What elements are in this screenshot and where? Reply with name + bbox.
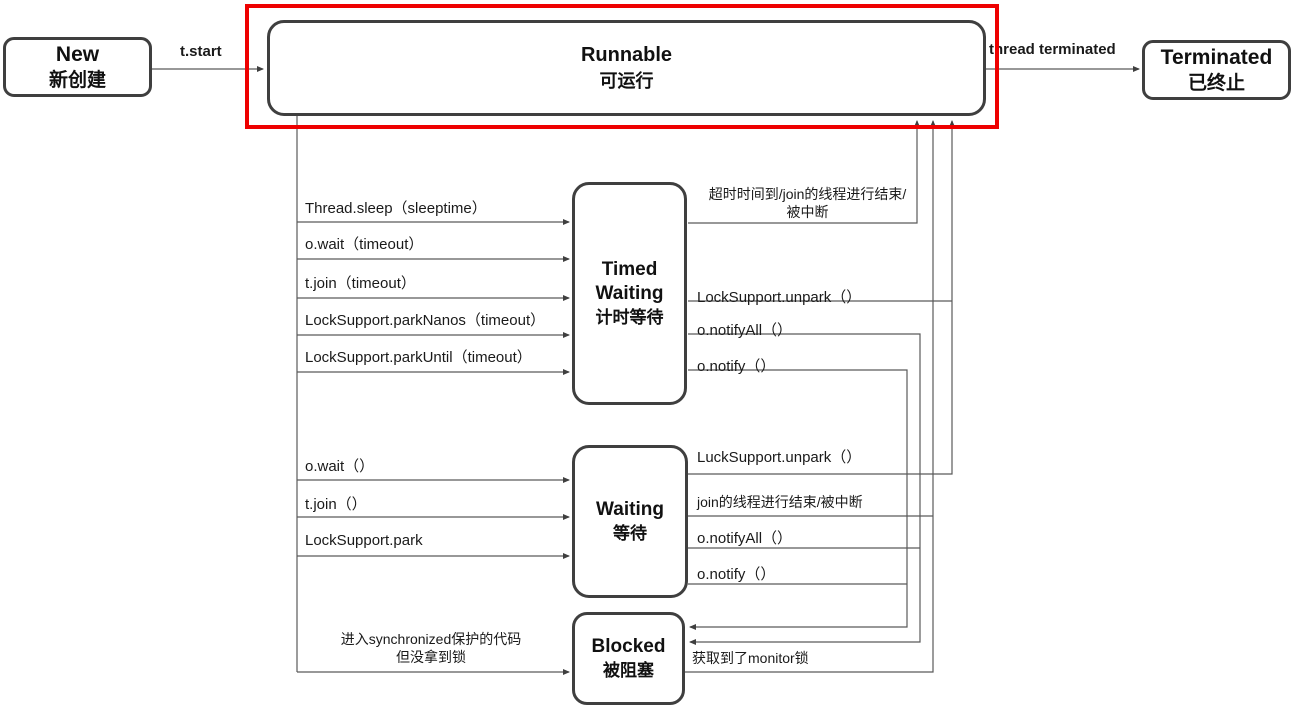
label-timeout-line1: 超时时间到/join的线程进行结束/ [708,186,907,202]
state-name-blocked-zh: 被阻塞 [603,660,654,680]
label-w-unpark: LuckSupport.unpark（） [697,449,862,466]
label-lockpark: LockSupport.park [305,532,423,549]
label-timeout-return: 超时时间到/join的线程进行结束/ 被中断 [690,185,925,221]
label-timeout-line2: 被中断 [786,204,829,220]
state-name-new: New [55,42,100,66]
edge-monitor-return [685,120,936,673]
state-name-timed-waiting-zh: 计时等待 [595,307,664,327]
label-parkuntil: LockSupport.parkUntil（timeout） [305,349,532,366]
state-box-timed-waiting: Timed Waiting 计时等待 [572,182,687,405]
label-tw-unpark: LockSupport.unpark（） [697,289,862,306]
state-box-blocked: Blocked 被阻塞 [572,612,685,705]
state-name-blocked: Blocked [591,635,666,657]
state-box-waiting: Waiting 等待 [572,445,688,598]
state-box-runnable: Runnable 可运行 [267,20,986,116]
state-name-waiting: Waiting [596,498,664,520]
state-name-terminated: Terminated [1160,45,1273,69]
label-owait-timeout: o.wait（timeout） [305,236,424,253]
label-tw-notify: o.notify（） [697,358,776,375]
edge-notifyall-to-blocked [688,333,921,645]
state-name-waiting-zh: 等待 [613,523,647,543]
state-name-runnable: Runnable [580,44,673,66]
label-owait: o.wait（） [305,458,375,475]
label-t-start: t.start [180,43,222,60]
label-parknanos: LockSupport.parkNanos（timeout） [305,312,546,329]
label-tw-notifyall: o.notifyAll（） [697,322,793,339]
label-thread-terminated: thread terminated [989,41,1116,58]
state-box-new: New 新创建 [3,37,152,97]
label-monitor-lock: 获取到了monitor锁 [692,650,809,666]
label-synchronized-line1: 进入synchronized保护的代码 [340,631,522,647]
label-w-notify: o.notify（） [697,566,776,583]
label-tjoin-timeout: t.join（timeout） [305,275,416,292]
edge-timeout-return [688,120,920,224]
edge-notify-to-blocked [688,369,908,630]
label-w-notifyall: o.notifyAll（） [697,530,793,547]
label-thread-sleep: Thread.sleep（sleeptime） [305,200,487,217]
state-name-timed-waiting: Timed Waiting [595,258,664,304]
state-box-terminated: Terminated 已终止 [1142,40,1291,100]
label-synchronized: 进入synchronized保护的代码 但没拿到锁 [300,630,562,666]
edge-waiting-unpark-return [688,120,955,475]
label-join-end: join的线程进行结束/被中断 [697,494,863,510]
label-tjoin: t.join（） [305,496,367,513]
state-name-runnable-zh: 可运行 [599,71,654,91]
state-name-terminated-zh: 已终止 [1187,72,1245,94]
state-name-new-zh: 新创建 [48,69,106,91]
label-synchronized-line2: 但没拿到锁 [396,649,466,665]
